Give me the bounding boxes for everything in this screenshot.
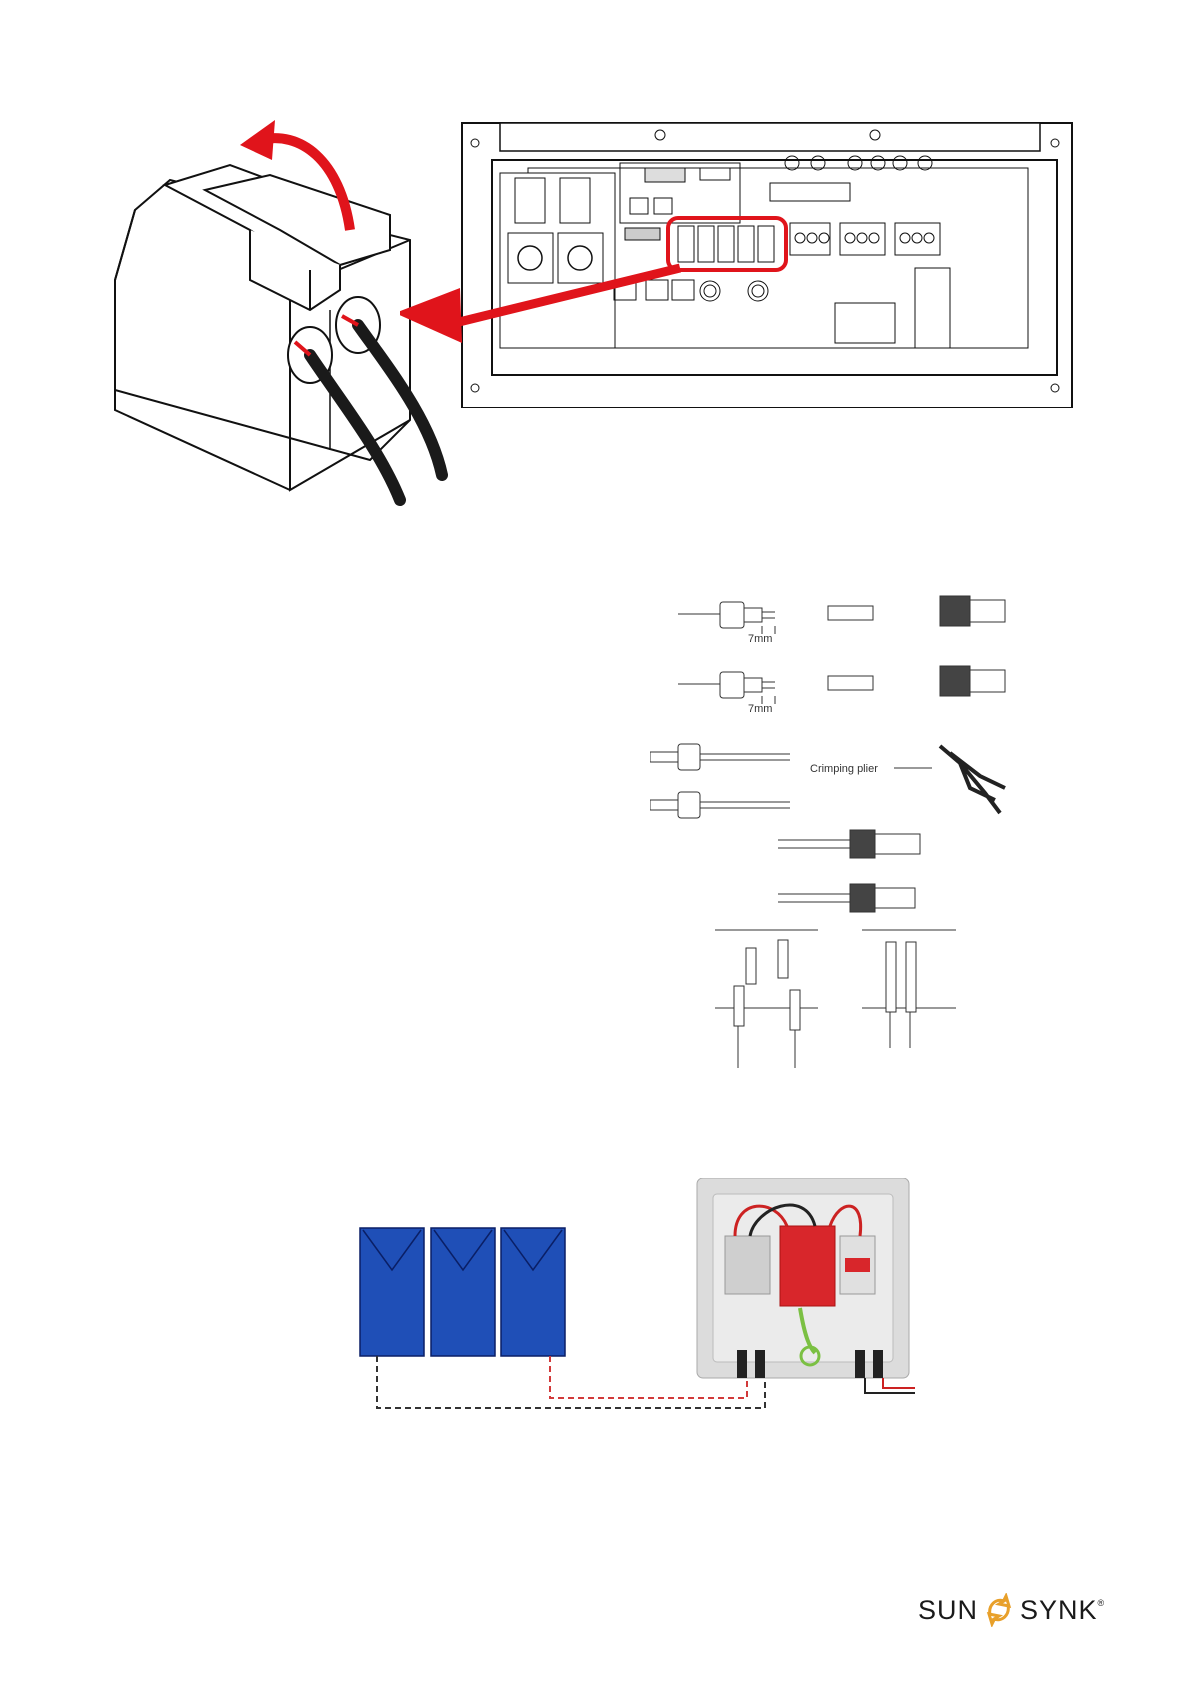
solar-panel bbox=[360, 1228, 565, 1356]
crimping-plier-label: Crimping plier bbox=[810, 763, 878, 775]
registered-mark: ® bbox=[1098, 1598, 1105, 1608]
crimping-plier-icon bbox=[940, 746, 1005, 813]
inverter-wiring-bay-diagram bbox=[400, 118, 1080, 408]
logo-left-text: SUN bbox=[918, 1595, 978, 1626]
pv-connector-assembly-steps: 7mm 7mm Crimping plier bbox=[650, 578, 1120, 1078]
sunsynk-logo: SUN SYNK ® bbox=[918, 1588, 1128, 1632]
strip-length-label-bottom: 7mm bbox=[748, 703, 772, 715]
strip-length-label-top: 7mm bbox=[748, 633, 772, 645]
sunsynk-swirl-icon bbox=[982, 1593, 1016, 1627]
pv-string-combiner-diagram bbox=[335, 1178, 915, 1418]
logo-right-text: SYNK bbox=[1020, 1595, 1098, 1626]
